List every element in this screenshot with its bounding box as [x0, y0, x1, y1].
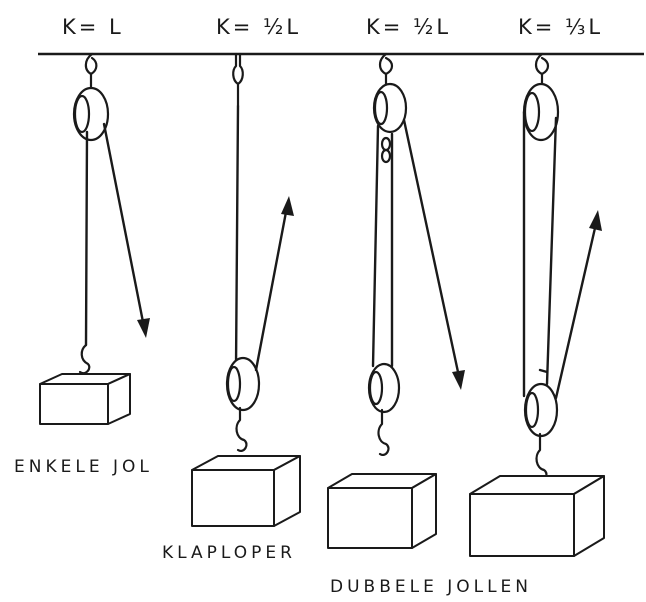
header-enkele-jol: K= L [62, 15, 124, 39]
pull-arrow [589, 210, 602, 231]
pull-arrow [281, 196, 294, 216]
caption-enkele-jol: ENKELE JOL [14, 457, 153, 477]
pull-arrow [452, 370, 465, 390]
enkele-jol-system [39, 52, 150, 425]
pull-arrow [137, 318, 150, 338]
rope-load-side [84, 130, 89, 347]
moving-pulley-block [225, 356, 261, 412]
rope-left [371, 124, 380, 368]
rope-pull-side [554, 226, 597, 400]
load-hook [377, 408, 390, 456]
load-box [469, 475, 605, 557]
header-dubbele-b: K= ⅓L [518, 15, 603, 39]
lower-pulley-block [367, 362, 401, 414]
ceiling-hook [378, 52, 394, 76]
load-box [191, 455, 301, 527]
rope-pull-side [254, 210, 288, 372]
dubbele-jol-b-system [469, 52, 605, 557]
load-box [39, 373, 131, 425]
header-dubbele-a: K= ½L [366, 15, 451, 39]
load-hook [535, 432, 548, 482]
ceiling-hook [84, 52, 98, 76]
caption-dubbele-jollen: DUBBELE JOLLEN [330, 577, 532, 597]
load-hook [78, 343, 91, 375]
upper-pulley-block [522, 82, 560, 142]
rope-pull-side [402, 118, 460, 374]
header-klaploper: K= ½L [216, 15, 301, 39]
load-hook [235, 406, 248, 452]
upper-pulley-block [372, 82, 408, 134]
load-box [327, 473, 437, 549]
klaploper-system [191, 52, 301, 527]
rope-fixed-end [234, 104, 240, 370]
pulley-block [72, 86, 110, 142]
caption-klaploper: KLAPLOPER [162, 543, 296, 563]
rope-pull-side [102, 122, 145, 324]
rope-right [545, 116, 558, 386]
dubbele-jol-a-system [327, 52, 465, 549]
ceiling-eye [232, 52, 244, 86]
lower-pulley-block [523, 382, 559, 438]
ceiling-hook [534, 52, 550, 76]
